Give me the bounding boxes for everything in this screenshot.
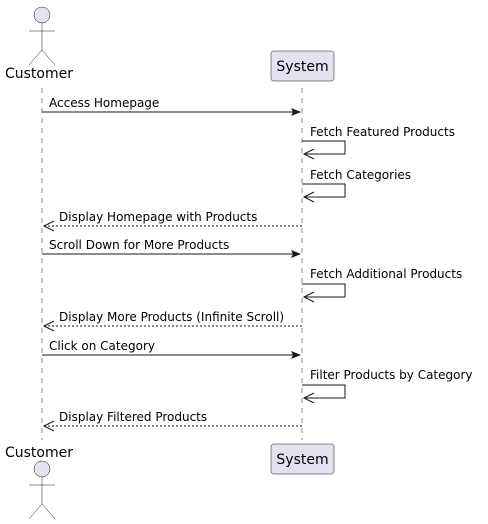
message-label: Click on Category (49, 339, 155, 353)
message-access-homepage: Access Homepage (42, 96, 301, 116)
message-label: Fetch Categories (310, 168, 411, 182)
arrowhead-icon (291, 351, 301, 359)
message-display-filtered-products: Display Filtered Products (42, 410, 302, 432)
message-click-on-category: Click on Category (42, 339, 301, 359)
message-label: Display Homepage with Products (59, 210, 257, 224)
system-participant-top: System (270, 50, 335, 82)
arrowhead-icon (302, 392, 315, 404)
customer-actor-label: Customer (5, 66, 73, 82)
message-label: Display Filtered Products (59, 410, 207, 424)
self-message-line (302, 183, 346, 198)
arrowhead-icon (291, 250, 301, 258)
message-display-more-products: Display More Products (Infinite Scroll) (42, 310, 302, 332)
message-filter-products-by-category: Filter Products by Category (302, 368, 473, 404)
participant-box (270, 443, 335, 475)
message-label: Fetch Additional Products (310, 267, 462, 281)
arrowhead-icon (42, 320, 55, 332)
arrowhead-icon (42, 420, 55, 432)
message-fetch-categories: Fetch Categories (302, 168, 411, 203)
participant-box (270, 50, 335, 82)
message-label: Filter Products by Category (310, 368, 473, 382)
message-display-homepage-with-products: Display Homepage with Products (42, 210, 302, 232)
arrowhead-icon (302, 148, 315, 160)
arrowhead-icon (302, 291, 315, 303)
message-scroll-down-for-more-products: Scroll Down for More Products (42, 238, 301, 258)
arrowhead-icon (291, 108, 301, 116)
message-fetch-additional-products: Fetch Additional Products (302, 267, 462, 303)
self-message-line (302, 140, 346, 155)
system-participant-label: System (276, 452, 328, 468)
system-participant-label: System (276, 59, 328, 75)
message-label: Scroll Down for More Products (49, 238, 229, 252)
arrowhead-icon (42, 220, 55, 232)
message-label: Access Homepage (49, 96, 159, 110)
self-message-line (302, 384, 346, 399)
customer-actor-top: Customer (5, 6, 73, 82)
stick-figure-icon (28, 6, 56, 66)
customer-actor-label: Customer (5, 445, 73, 461)
message-label: Display More Products (Infinite Scroll) (59, 310, 284, 324)
stick-figure-icon (28, 460, 56, 520)
system-participant-bottom: System (270, 443, 335, 475)
message-label: Fetch Featured Products (310, 125, 455, 139)
self-message-line (302, 283, 346, 298)
customer-actor-bottom: Customer (5, 445, 73, 520)
arrowhead-icon (302, 191, 315, 203)
message-fetch-featured-products: Fetch Featured Products (302, 125, 455, 160)
